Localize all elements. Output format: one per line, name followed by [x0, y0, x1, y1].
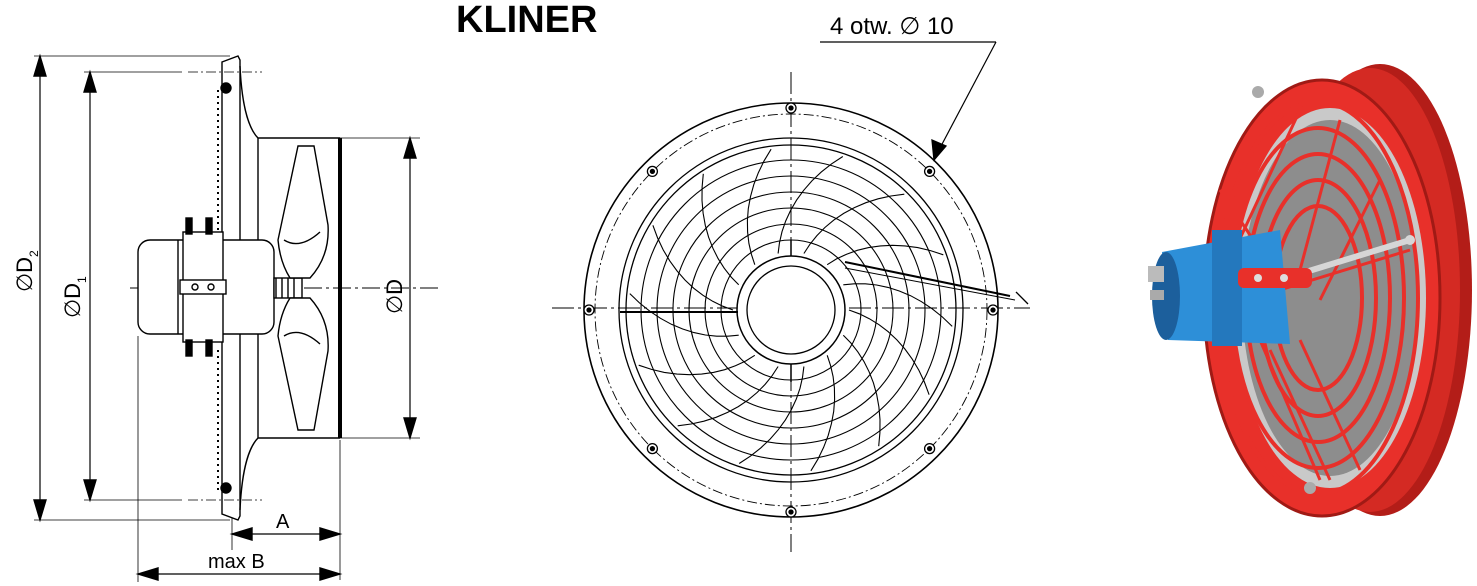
- guard-spiral-bar: [652, 225, 734, 311]
- guard-spiral-bar: [843, 283, 953, 327]
- label-max-b: max B: [208, 551, 265, 573]
- guard-spiral-bar: [777, 156, 844, 254]
- bolt-hole-center: [649, 445, 656, 452]
- bolt-hole-center: [926, 168, 933, 175]
- bolt-hole-center: [990, 307, 996, 313]
- guard-spiral-bar: [826, 244, 944, 266]
- label-d2: ∅D2: [12, 250, 41, 292]
- bolt-hole-center: [586, 307, 592, 313]
- front-view-drawing: [552, 41, 1030, 552]
- label-d1: ∅D1: [60, 276, 89, 318]
- guard-spiral-bar: [738, 366, 805, 464]
- guard-spiral-bar: [810, 355, 836, 472]
- fan-photo: [1148, 64, 1472, 518]
- guard-spiral-bar: [746, 148, 772, 265]
- bolt-hole-center: [788, 105, 794, 111]
- bolt-hole-center: [788, 509, 794, 515]
- bolt-hole-center: [926, 445, 933, 452]
- label-holes: 4 otw. ∅ 10: [830, 13, 954, 40]
- guard-spiral-bar: [701, 173, 740, 286]
- guard-spiral-bar: [629, 293, 739, 337]
- guard-spiral-bar: [677, 366, 779, 427]
- label-d: ∅D: [382, 279, 407, 314]
- guard-spiral-bar: [848, 309, 930, 395]
- side-view-drawing: [33, 53, 440, 582]
- bolt-hole-center: [649, 168, 656, 175]
- guard-spiral-bar: [638, 354, 756, 376]
- guard-spiral-bar: [842, 334, 881, 447]
- label-a: A: [276, 511, 290, 533]
- title-kliner: KLINER: [456, 0, 597, 41]
- guard-spiral-bar: [803, 193, 905, 254]
